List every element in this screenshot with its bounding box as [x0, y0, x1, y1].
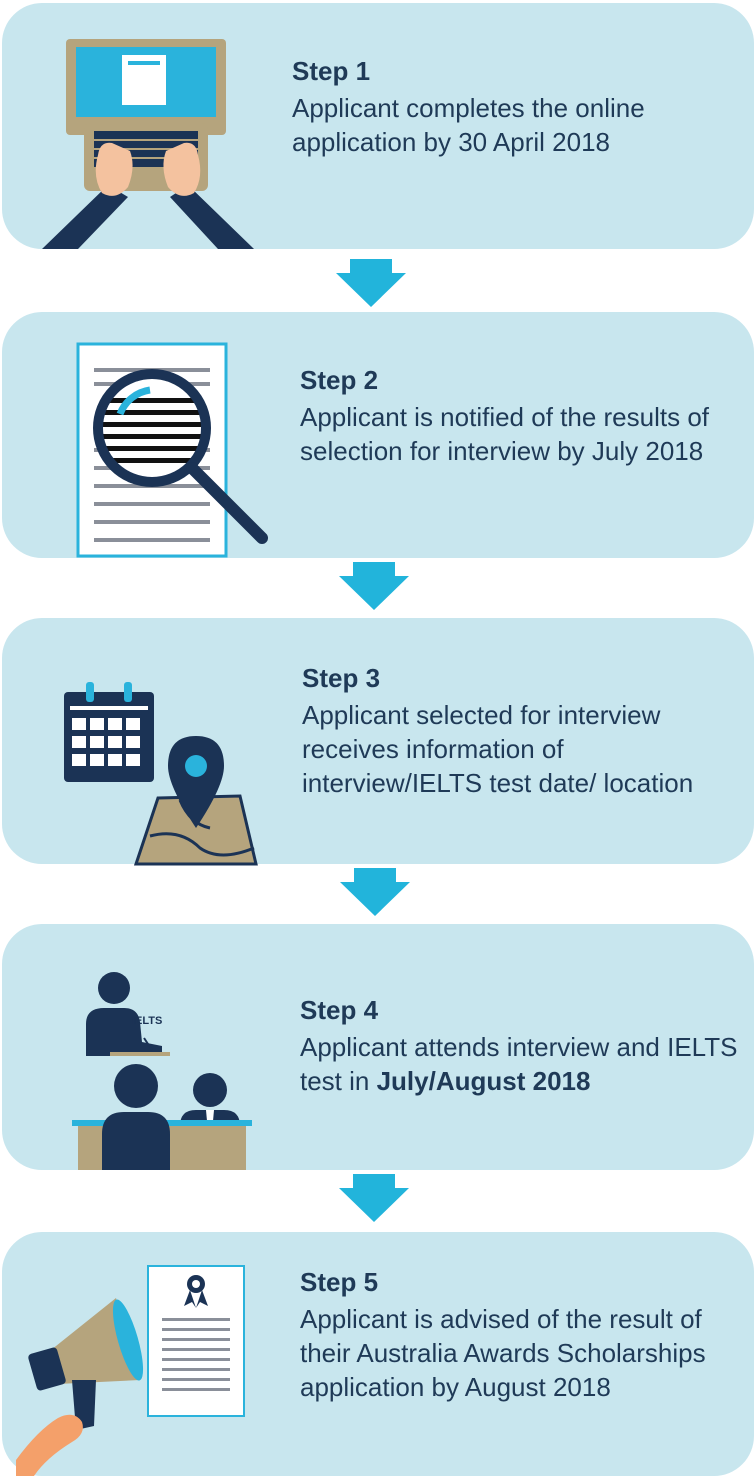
arrow-down-icon: [339, 1174, 409, 1222]
laptop-typing-icon: [42, 39, 254, 249]
step-text-1: Step 1 Applicant completes the online ap…: [292, 55, 732, 159]
step-description: Applicant completes the online applicati…: [292, 93, 645, 157]
step-title: Step 5: [300, 1267, 379, 1297]
step-text-5: Step 5 Applicant is advised of the resul…: [300, 1266, 740, 1404]
step-text-3: Step 3 Applicant selected for interview …: [302, 662, 742, 800]
step-card-1: Step 1 Applicant completes the online ap…: [2, 3, 754, 249]
step-text-4: Step 4 Applicant attends interview and I…: [300, 994, 740, 1098]
megaphone-certificate-icon: [16, 1265, 245, 1476]
step-card-5: Step 5 Applicant is advised of the resul…: [2, 1232, 754, 1476]
step-description: Applicant is advised of the result of th…: [300, 1304, 706, 1402]
arrow-down-icon: [336, 259, 406, 307]
step-title: Step 3: [302, 663, 381, 693]
step-description-text: Applicant attends interview and IELTS te…: [300, 1032, 738, 1096]
step-title: Step 4: [300, 995, 379, 1025]
ielts-label: IELTS: [132, 1015, 162, 1027]
step-card-2: Step 2 Applicant is notified of the resu…: [2, 312, 754, 558]
step-text-2: Step 2 Applicant is notified of the resu…: [300, 364, 730, 468]
step-card-3: Step 3 Applicant selected for interview …: [2, 618, 754, 866]
step-title: Step 1: [292, 56, 371, 86]
step-card-4: IELTS Step 4 Applicant attends interview…: [2, 924, 754, 1170]
calendar-map-pin-icon: [64, 682, 258, 866]
step-description: Applicant attends interview and IELTS te…: [300, 1030, 740, 1098]
arrow-down-icon: [339, 562, 409, 610]
step-title: Step 2: [300, 365, 379, 395]
magnifier-document-icon: [76, 342, 268, 558]
step-description: Applicant is notified of the results of …: [300, 402, 710, 466]
step-description-date: July/August 2018: [376, 1066, 591, 1096]
interview-people-icon: IELTS: [72, 972, 252, 1170]
step-description: Applicant selected for interview receive…: [302, 700, 694, 798]
arrow-down-icon: [340, 868, 410, 916]
